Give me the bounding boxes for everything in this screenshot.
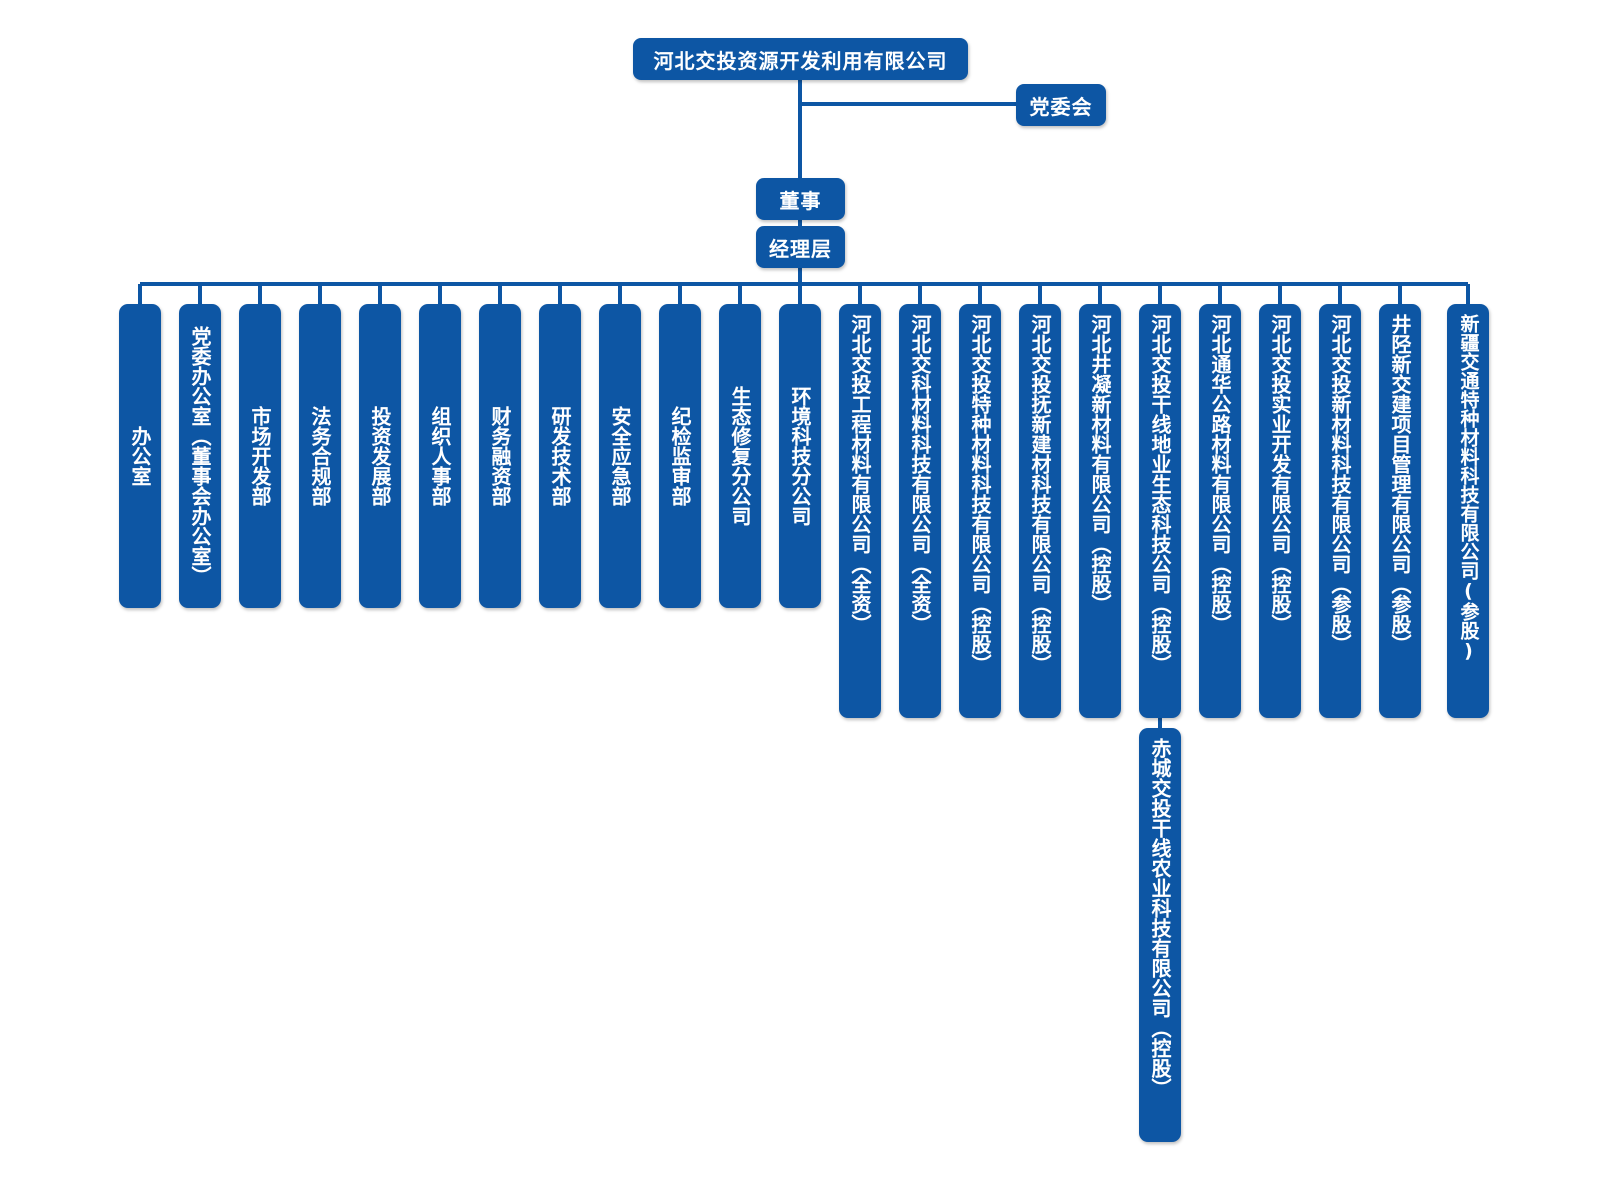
root-company: 河北交投资源开发利用有限公司 (633, 38, 968, 80)
subsidiary-4: 河北交投抚新建材科技有限公司（控股） (1019, 304, 1061, 718)
subsidiary-7: 河北通华公路材料有限公司（控股） (1199, 304, 1241, 718)
subsidiary-5: 河北井凝新材料有限公司（控股） (1079, 304, 1121, 718)
subsidiary-10: 井陉新交建项目管理有限公司（参股） (1379, 304, 1421, 718)
party-committee-box: 党委会 (1016, 84, 1106, 126)
dept-investment-development: 投资发展部 (359, 304, 401, 608)
branch-environmental-technology: 环境科技分公司 (779, 304, 821, 608)
dept-safety-emergency: 安全应急部 (599, 304, 641, 608)
management-box: 经理层 (756, 226, 845, 268)
subsidiary-3: 河北交投特种材料科技有限公司（控股） (959, 304, 1001, 718)
subsidiary-1: 河北交投工程材料有限公司（全资） (839, 304, 881, 718)
dept-legal-compliance: 法务合规部 (299, 304, 341, 608)
subsidiary-2: 河北交科材料科技有限公司（全资） (899, 304, 941, 718)
subsidiary-9: 河北交投新材料科技有限公司（参股） (1319, 304, 1361, 718)
dept-finance: 财务融资部 (479, 304, 521, 608)
subsidiary-6: 河北交投干线地业生态科技公司（控股） (1139, 304, 1181, 718)
dept-office: 办公室 (119, 304, 161, 608)
sub-subsidiary: 赤城交投干线农业科技有限公司（控股） (1139, 728, 1181, 1142)
board-box: 董事 (756, 178, 845, 220)
dept-market-development: 市场开发部 (239, 304, 281, 608)
branch-ecological-restoration: 生态修复分公司 (719, 304, 761, 608)
dept-rd-technology: 研发技术部 (539, 304, 581, 608)
dept-party-office: 党委办公室（董事会办公室） (179, 304, 221, 608)
dept-discipline-audit: 纪检监审部 (659, 304, 701, 608)
dept-organization-hr: 组织人事部 (419, 304, 461, 608)
subsidiary-11: 新疆交通特种材料科技有限公司(参股) (1447, 304, 1489, 718)
subsidiary-8: 河北交投实业开发有限公司（控股） (1259, 304, 1301, 718)
